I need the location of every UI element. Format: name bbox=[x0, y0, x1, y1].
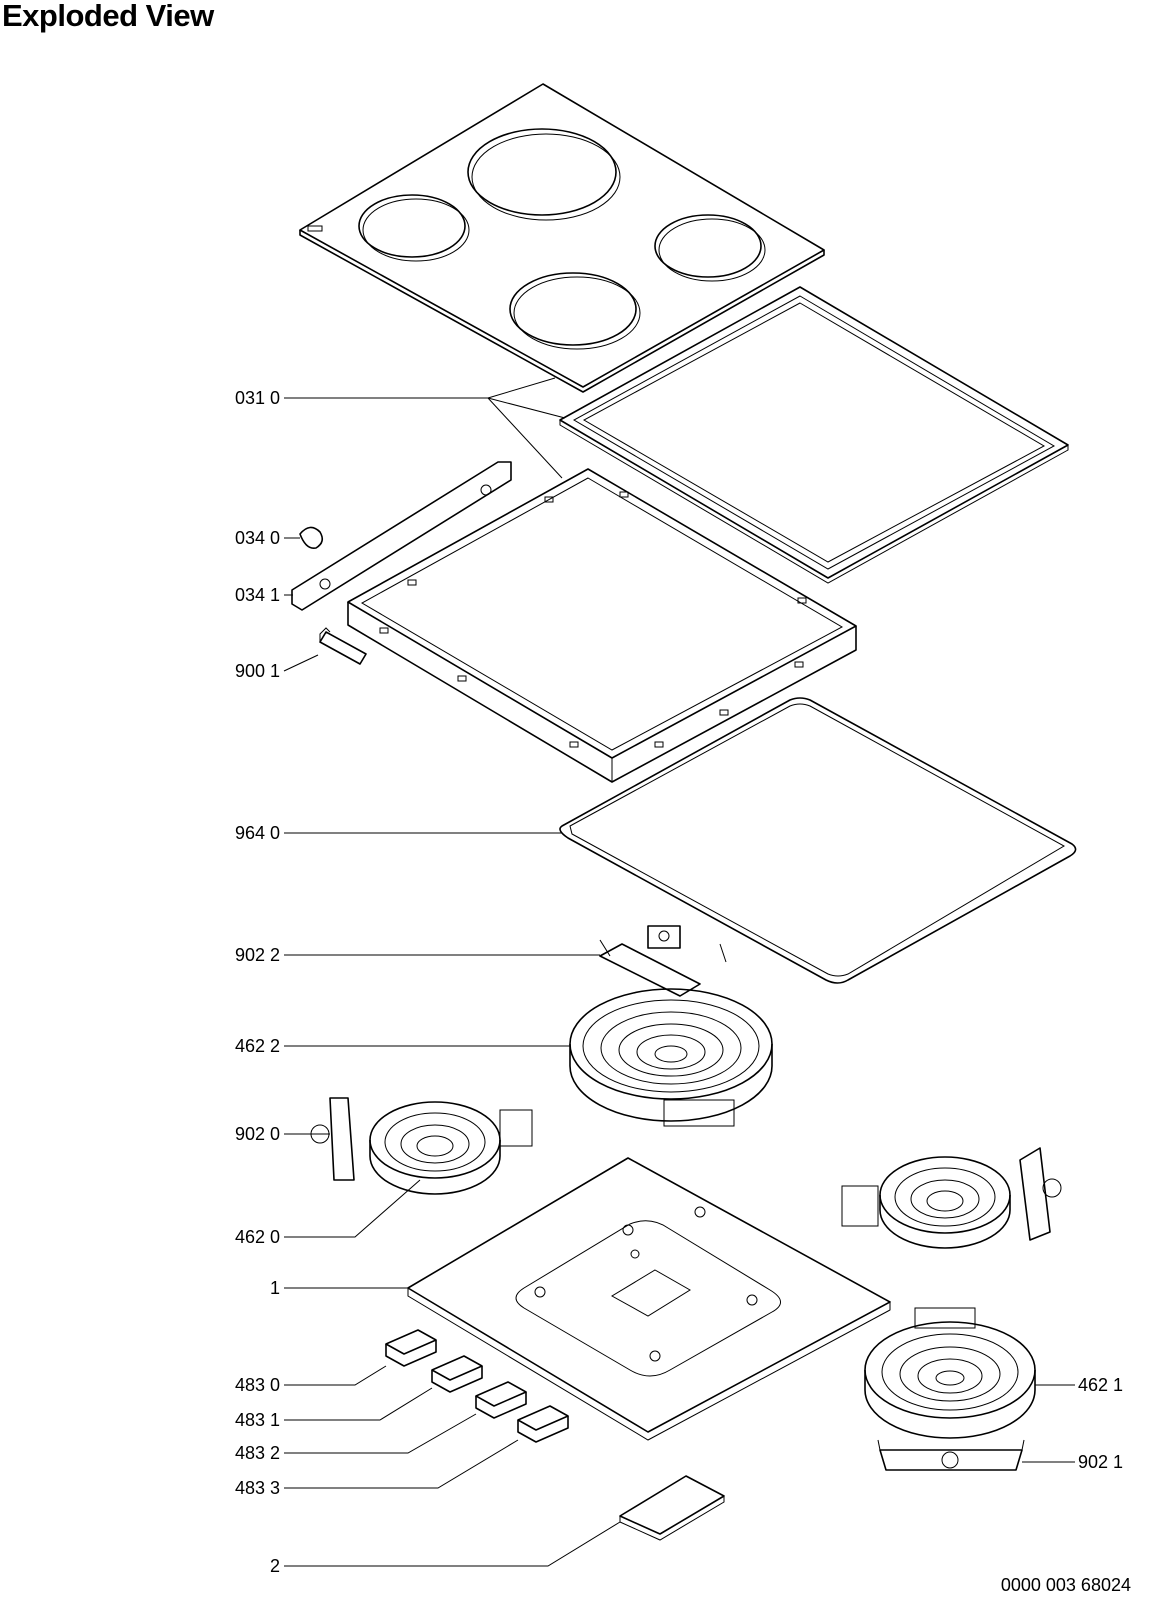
label-034-0: 034 0 bbox=[234, 528, 280, 548]
cover-plate bbox=[619, 1475, 725, 1541]
radiant-heater-lower-right bbox=[864, 1307, 1036, 1439]
mounting-rail bbox=[291, 461, 512, 611]
label-902-1: 902 1 bbox=[1078, 1452, 1124, 1472]
label-900-1: 900 1 bbox=[234, 661, 280, 681]
clip bbox=[299, 526, 324, 550]
radiant-heater-large bbox=[569, 988, 773, 1127]
label-902-0: 902 0 bbox=[234, 1124, 280, 1144]
document-number: 0000 003 68024 bbox=[1000, 1575, 1131, 1595]
bracket-left bbox=[310, 1097, 355, 1181]
label-1: 1 bbox=[269, 1278, 280, 1298]
leader-lines bbox=[283, 377, 1075, 1567]
label-483-3: 483 3 bbox=[234, 1478, 280, 1498]
label-034-1: 034 1 bbox=[234, 585, 280, 605]
seal-gasket bbox=[559, 697, 1077, 984]
inner-frame bbox=[347, 468, 857, 783]
label-483-0: 483 0 bbox=[234, 1375, 280, 1395]
label-483-1: 483 1 bbox=[234, 1410, 280, 1430]
bottom-tray bbox=[407, 1157, 891, 1441]
radiant-heater-right bbox=[841, 1147, 1062, 1249]
label-031-0: 031 0 bbox=[234, 388, 280, 408]
label-964-0: 964 0 bbox=[234, 823, 280, 843]
bracket-lower bbox=[877, 1439, 1025, 1471]
label-902-2: 902 2 bbox=[234, 945, 280, 965]
radiant-heater-left bbox=[369, 1101, 533, 1195]
label-462-1: 462 1 bbox=[1078, 1375, 1124, 1395]
page-title: Exploded View bbox=[2, 0, 214, 33]
terminal-block bbox=[319, 627, 367, 665]
label-462-2: 462 2 bbox=[234, 1036, 280, 1056]
trim-frame bbox=[559, 286, 1069, 584]
label-2: 2 bbox=[269, 1556, 280, 1576]
label-462-0: 462 0 bbox=[234, 1227, 280, 1247]
label-483-2: 483 2 bbox=[234, 1443, 280, 1463]
connector-blocks bbox=[385, 1329, 569, 1443]
glass-ceramic-top bbox=[299, 83, 825, 393]
bracket-upper bbox=[599, 925, 727, 997]
